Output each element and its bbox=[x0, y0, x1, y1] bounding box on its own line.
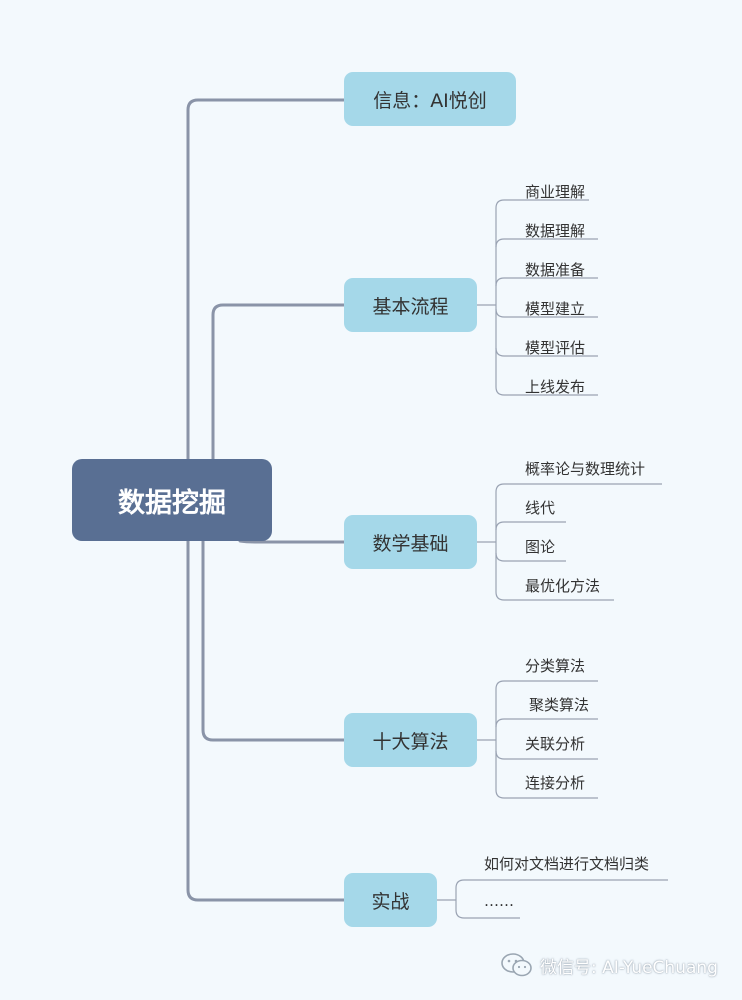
connector-root-to-math bbox=[238, 539, 346, 544]
leaf-graph-theory[interactable]: 图论 bbox=[525, 538, 556, 556]
connector-root-to-info bbox=[186, 98, 346, 461]
connector-root-to-algorithms bbox=[201, 539, 346, 742]
connector-leaf-underline bbox=[495, 680, 598, 690]
root-topic[interactable]: 数据挖掘 bbox=[72, 459, 272, 541]
connector-leaf-underline bbox=[495, 789, 598, 799]
branch-info[interactable]: 信息：AI悦创 bbox=[344, 72, 516, 126]
connector-root-to-process bbox=[211, 303, 346, 461]
leaf-business-understanding[interactable]: 商业理解 bbox=[525, 183, 586, 201]
connector-leaf-underline bbox=[455, 879, 668, 889]
connector-leaf-underline bbox=[495, 347, 598, 357]
leaf-ellipsis[interactable]: …… bbox=[484, 892, 514, 910]
leaf-linear-algebra[interactable]: 线代 bbox=[525, 499, 556, 517]
leaf-data-understanding[interactable]: 数据理解 bbox=[525, 222, 586, 240]
branch-top-ten-algorithms[interactable]: 十大算法 bbox=[344, 713, 477, 767]
connector-leaf-underline bbox=[495, 750, 598, 760]
leaf-model-evaluation[interactable]: 模型评估 bbox=[525, 339, 586, 357]
leaf-link-analysis[interactable]: 连接分析 bbox=[525, 774, 586, 792]
watermark-text: 微信号: AI-YueChuang bbox=[540, 957, 718, 978]
connector-leaf-underline bbox=[495, 718, 598, 728]
leaf-clustering[interactable]: 聚类算法 bbox=[529, 696, 590, 714]
leaf-association-analysis[interactable]: 关联分析 bbox=[525, 735, 586, 753]
connector-leaf-underline bbox=[495, 386, 598, 396]
branch-math-foundations[interactable]: 数学基础 bbox=[344, 515, 477, 569]
leaf-classification[interactable]: 分类算法 bbox=[525, 657, 586, 675]
connector-leaf-underline bbox=[495, 591, 614, 601]
connector-leaf-underline bbox=[495, 521, 566, 531]
leaf-document-classification[interactable]: 如何对文档进行文档归类 bbox=[484, 855, 650, 873]
connector-leaf-underline bbox=[495, 308, 598, 318]
wechat-icon bbox=[501, 953, 532, 977]
connector-leaf-underline bbox=[495, 238, 598, 248]
connector-leaf-underline bbox=[495, 277, 598, 287]
branch-basic-process[interactable]: 基本流程 bbox=[344, 278, 477, 332]
leaf-deployment[interactable]: 上线发布 bbox=[525, 378, 586, 396]
leaf-probability-statistics[interactable]: 概率论与数理统计 bbox=[525, 460, 646, 478]
connector-root-to-practice bbox=[186, 539, 346, 902]
leaf-modeling[interactable]: 模型建立 bbox=[525, 300, 586, 318]
connector-leaf-underline bbox=[495, 552, 566, 562]
connector-leaf-underline bbox=[495, 199, 589, 209]
wechat-watermark: 微信号: AI-YueChuang bbox=[500, 952, 718, 978]
leaf-data-preparation[interactable]: 数据准备 bbox=[525, 261, 586, 279]
branch-practice[interactable]: 实战 bbox=[344, 873, 437, 927]
connector-leaf-underline bbox=[495, 483, 662, 493]
connector-leaf-underline bbox=[455, 909, 520, 919]
leaf-optimization[interactable]: 最优化方法 bbox=[525, 577, 601, 595]
